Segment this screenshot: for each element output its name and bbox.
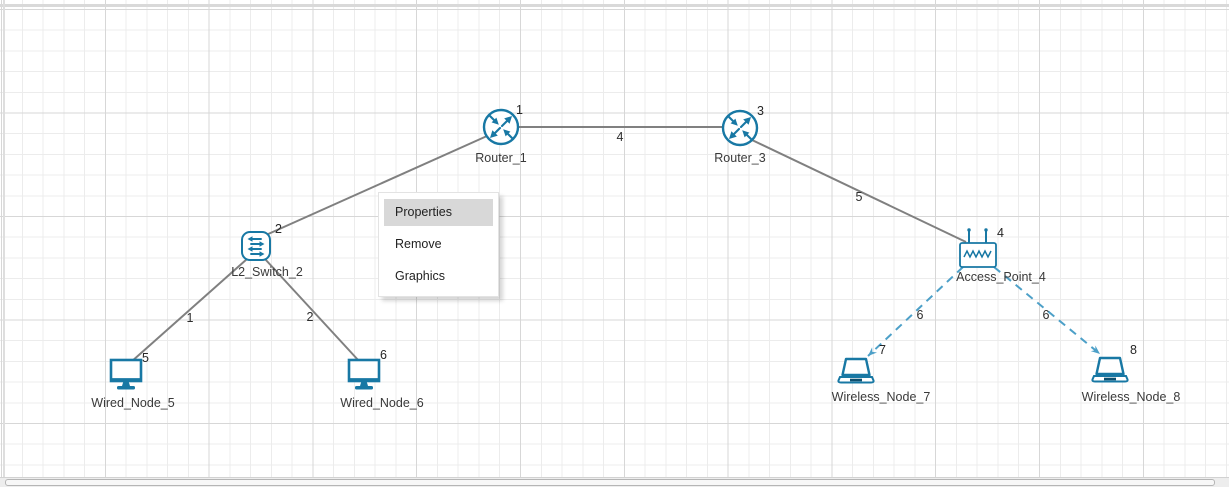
canvas-top-edge <box>0 4 1229 7</box>
device-id-label: 1 <box>516 103 523 117</box>
link-id-label: 4 <box>617 130 624 144</box>
link-ap4-wnode8[interactable]: 6 <box>993 266 1102 357</box>
device-id-label: 2 <box>275 222 282 236</box>
link-router1-router3[interactable]: 4 <box>519 126 723 144</box>
horizontal-scrollbar[interactable] <box>0 477 1229 487</box>
link-router3-ap4[interactable]: 5 <box>751 139 967 243</box>
router-icon[interactable] <box>482 108 520 146</box>
link-switch2-node5[interactable]: 1 <box>130 258 248 363</box>
link-id-label: 5 <box>856 190 863 204</box>
wired-node-monitor-icon[interactable] <box>347 358 381 390</box>
device-id-label: 4 <box>997 226 1004 240</box>
wireless-node-laptop-icon[interactable] <box>837 357 875 384</box>
wireless-link-line[interactable] <box>867 266 964 357</box>
menu-item-properties[interactable]: Properties <box>384 199 493 226</box>
wired-link-line[interactable] <box>751 139 967 243</box>
device-id-label: 7 <box>879 343 886 357</box>
link-id-label: 2 <box>307 310 314 324</box>
device-name-label: L2_Switch_2 <box>231 265 303 279</box>
device-name-label: Wired_Node_5 <box>91 396 174 410</box>
l2-switch-icon[interactable] <box>241 231 271 261</box>
device-L2_Switch_2[interactable]: 2L2_Switch_2 <box>231 222 303 279</box>
device-name-label: Wireless_Node_7 <box>832 390 931 404</box>
device-name-label: Access_Point_4 <box>956 270 1046 284</box>
device-id-label: 3 <box>757 104 764 118</box>
device-name-label: Router_1 <box>475 151 526 165</box>
wireless-link-line[interactable] <box>993 266 1101 355</box>
wired-link-line[interactable] <box>265 135 488 236</box>
link-switch2-node6[interactable]: 2 <box>264 258 360 362</box>
menu-item-remove[interactable]: Remove <box>395 237 442 251</box>
device-name-label: Wired_Node_6 <box>340 396 423 410</box>
wireless-node-laptop-icon[interactable] <box>1091 356 1129 383</box>
wireless-arrowhead-icon <box>868 347 878 356</box>
menu-item-graphics[interactable]: Graphics <box>395 269 446 283</box>
horizontal-scrollbar-thumb[interactable] <box>5 479 1215 486</box>
device-id-label: 8 <box>1130 343 1137 357</box>
device-name-label: Router_3 <box>714 151 765 165</box>
wired-node-monitor-icon[interactable] <box>109 358 143 390</box>
canvas-left-edge <box>3 0 5 487</box>
link-switch2-router1[interactable] <box>265 135 488 236</box>
link-ap4-wnode7[interactable]: 6 <box>866 266 964 359</box>
link-id-label: 6 <box>1043 308 1050 322</box>
context-menu: Properties Remove Graphics <box>378 192 499 297</box>
device-id-label: 6 <box>380 348 387 362</box>
access-point-icon[interactable] <box>959 228 997 268</box>
wired-link-line[interactable] <box>130 258 248 363</box>
device-name-label: Wireless_Node_8 <box>1082 390 1181 404</box>
wireless-arrowhead-icon <box>1090 345 1100 354</box>
link-id-label: 1 <box>187 311 194 325</box>
wired-link-line[interactable] <box>264 258 360 362</box>
router-icon[interactable] <box>721 109 759 147</box>
link-id-label: 6 <box>917 308 924 322</box>
device-id-label: 5 <box>142 351 149 365</box>
